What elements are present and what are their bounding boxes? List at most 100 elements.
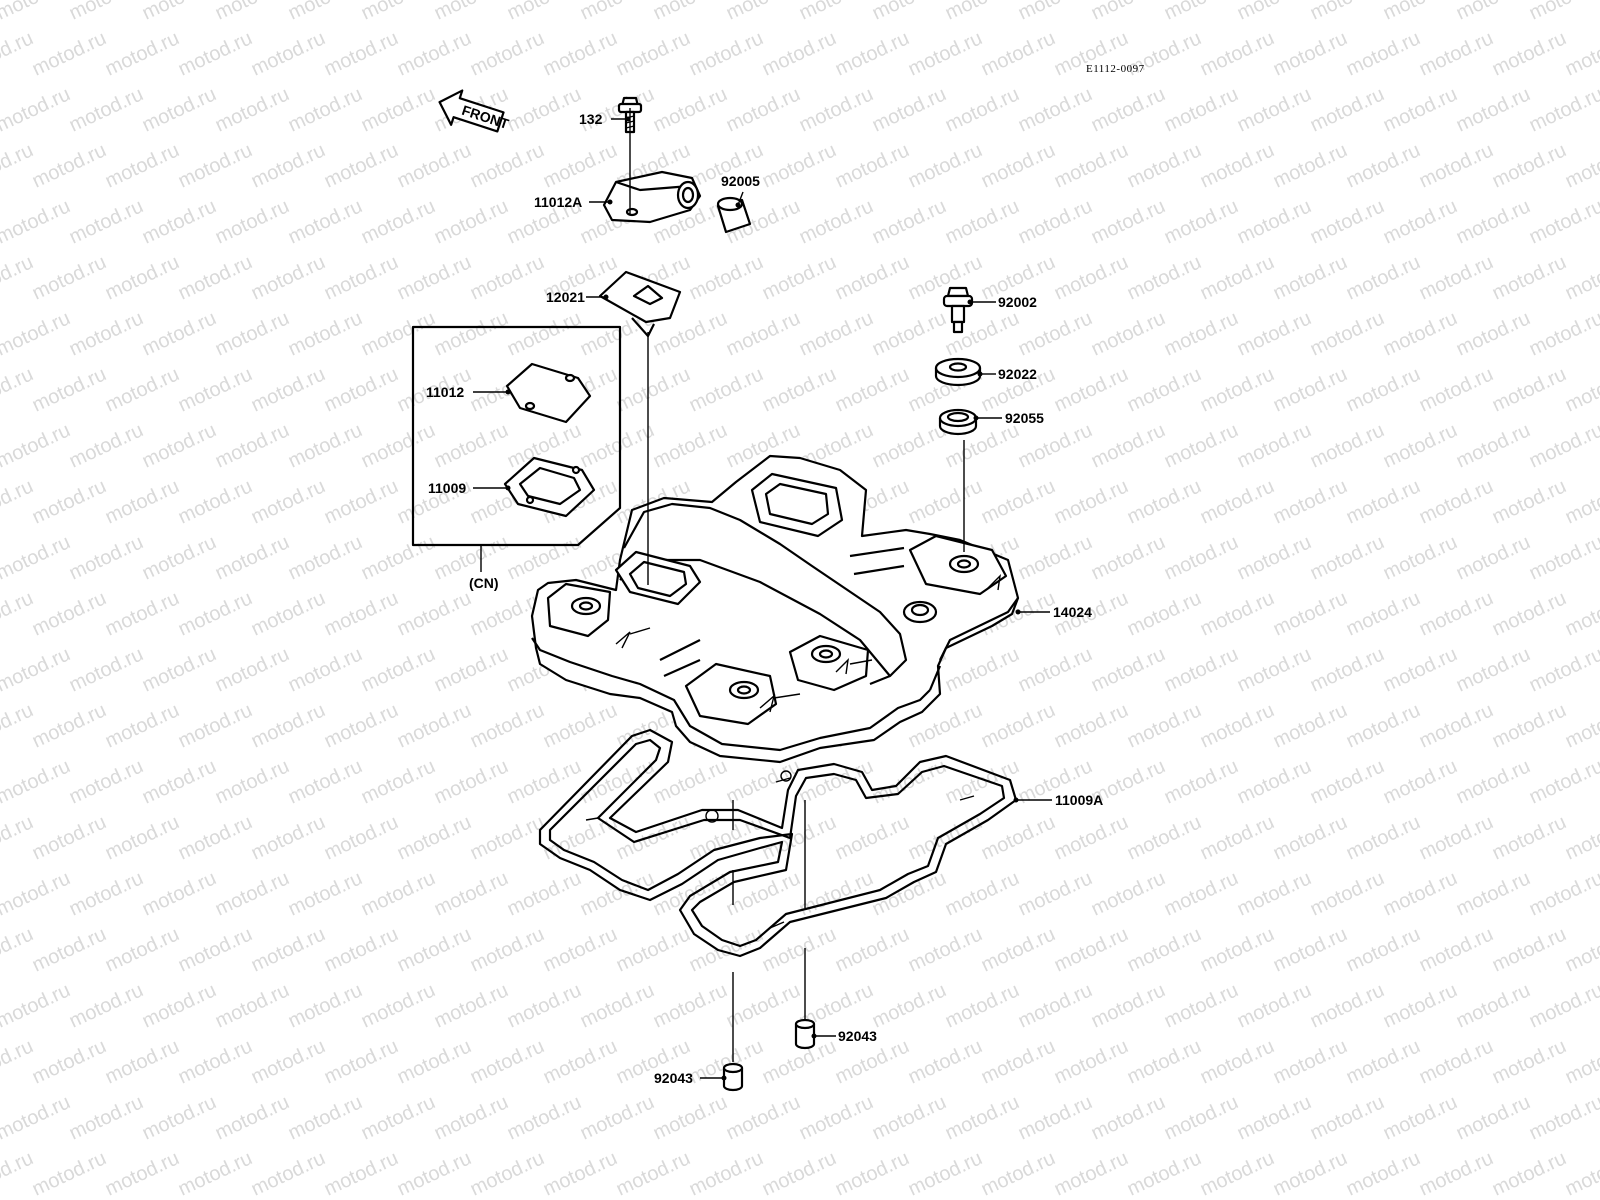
watermark-text: motod.ru: [1197, 587, 1278, 640]
cn-gasket-part[interactable]: [503, 456, 596, 518]
label-breather-hose[interactable]: 92005: [721, 173, 760, 189]
watermark-text: motod.ru: [29, 27, 110, 80]
watermark-text: motod.ru: [1197, 363, 1278, 416]
watermark-text: motod.ru: [0, 363, 37, 416]
label-seal[interactable]: 92055: [1005, 410, 1044, 426]
watermark-text: motod.ru: [321, 1147, 402, 1200]
watermark-text: motod.ru: [1088, 419, 1169, 472]
dowel-right-part[interactable]: [794, 1018, 816, 1050]
watermark-text: motod.ru: [248, 587, 329, 640]
watermark-text: motod.ru: [723, 979, 804, 1032]
watermark-text: motod.ru: [358, 83, 439, 136]
watermark-text: motod.ru: [358, 307, 439, 360]
watermark-text: motod.ru: [723, 0, 804, 25]
part-labels: 132 11012A 92005 12021 11012 11009 (CN) …: [426, 111, 1103, 1086]
watermark-text: motod.ru: [1161, 0, 1242, 25]
watermark-text: motod.ru: [1270, 699, 1351, 752]
watermark-text: motod.ru: [1562, 363, 1600, 416]
watermark-text: motod.ru: [0, 475, 37, 528]
diagram-code: E1112-0097: [1086, 63, 1145, 75]
watermark-text: motod.ru: [1197, 27, 1278, 80]
watermark-text: motod.ru: [1015, 307, 1096, 360]
watermark-text: motod.ru: [29, 923, 110, 976]
watermark-text: motod.ru: [321, 587, 402, 640]
watermark-text: motod.ru: [759, 363, 840, 416]
breather-hose-part[interactable]: [716, 196, 752, 234]
watermark-text: motod.ru: [1015, 867, 1096, 920]
watermark-text: motod.ru: [285, 531, 366, 584]
watermark-text: motod.ru: [1197, 699, 1278, 752]
label-breather-cover[interactable]: 11012A: [534, 194, 582, 210]
watermark-text: motod.ru: [1343, 139, 1424, 192]
label-cover-bolt[interactable]: 92002: [998, 294, 1037, 310]
watermark-text: motod.ru: [869, 419, 950, 472]
watermark-text: motod.ru: [285, 1091, 366, 1144]
seal-part[interactable]: [938, 408, 978, 436]
watermark-text: motod.ru: [66, 979, 147, 1032]
watermark-text: motod.ru: [175, 1147, 256, 1200]
watermark-text: motod.ru: [686, 1147, 767, 1200]
watermark-text: motod.ru: [66, 83, 147, 136]
watermark-text: motod.ru: [66, 867, 147, 920]
label-cn-cover[interactable]: 11012: [426, 384, 464, 400]
watermark-text: motod.ru: [1270, 811, 1351, 864]
watermark-text: motod.ru: [504, 1091, 585, 1144]
watermark-text: motod.ru: [1270, 27, 1351, 80]
watermark-text: motod.ru: [1124, 1035, 1205, 1088]
label-cn-gasket[interactable]: 11009: [428, 480, 466, 496]
watermark-text: motod.ru: [1489, 811, 1570, 864]
watermark-text: motod.ru: [66, 1091, 147, 1144]
watermark-text: motod.ru: [66, 643, 147, 696]
label-head-cover-gasket[interactable]: 11009A: [1055, 792, 1103, 808]
watermark-text: motod.ru: [1526, 307, 1600, 360]
cylinder-head-cover-part[interactable]: [530, 454, 1020, 764]
watermark-text: motod.ru: [248, 1147, 329, 1200]
watermark-text: motod.ru: [832, 811, 913, 864]
watermark-text: motod.ru: [1526, 979, 1600, 1032]
watermark-text: motod.ru: [66, 307, 147, 360]
watermark-text: motod.ru: [321, 27, 402, 80]
watermark-text: motod.ru: [0, 1147, 37, 1200]
dowel-left-part[interactable]: [722, 1062, 744, 1092]
watermark-text: motod.ru: [613, 1147, 694, 1200]
watermark-text: motod.ru: [577, 0, 658, 25]
watermark-text: motod.ru: [942, 83, 1023, 136]
watermark-text: motod.ru: [796, 755, 877, 808]
watermark-text: motod.ru: [1307, 531, 1388, 584]
watermark-text: motod.ru: [905, 811, 986, 864]
washer-part[interactable]: [934, 357, 982, 387]
head-cover-gasket-part[interactable]: [538, 728, 1018, 958]
watermark-text: motod.ru: [1526, 0, 1600, 25]
breather-cover-part[interactable]: [602, 170, 702, 224]
label-breather-plate[interactable]: 12021: [546, 289, 585, 305]
watermark-text: motod.ru: [905, 1035, 986, 1088]
watermark-text: motod.ru: [321, 699, 402, 752]
watermark-text: motod.ru: [1489, 475, 1570, 528]
watermark-text: motod.ru: [1562, 1035, 1600, 1088]
cover-bolt-part[interactable]: [942, 286, 974, 334]
watermark-text: motod.ru: [650, 979, 731, 1032]
watermark-text: motod.ru: [1453, 867, 1534, 920]
watermark-text: motod.ru: [978, 1035, 1059, 1088]
watermark-text: motod.ru: [942, 1091, 1023, 1144]
watermark-text: motod.ru: [358, 195, 439, 248]
watermark-text: motod.ru: [1416, 475, 1497, 528]
watermark-text: motod.ru: [212, 419, 293, 472]
watermark-text: motod.ru: [686, 251, 767, 304]
label-dowel-left[interactable]: 92043: [654, 1070, 693, 1086]
watermark-text: motod.ru: [869, 755, 950, 808]
watermark-text: motod.ru: [577, 419, 658, 472]
label-washer[interactable]: 92022: [998, 366, 1037, 382]
watermark-text: motod.ru: [431, 755, 512, 808]
label-bolt-132[interactable]: 132: [579, 111, 603, 127]
watermark-text: motod.ru: [1562, 587, 1600, 640]
watermark-text: motod.ru: [285, 307, 366, 360]
watermark-text: motod.ru: [1270, 1147, 1351, 1200]
watermark-text: motod.ru: [358, 0, 439, 25]
watermark-text: motod.ru: [29, 1035, 110, 1088]
cn-cover-part[interactable]: [505, 362, 592, 424]
watermark-text: motod.ru: [613, 923, 694, 976]
watermark-text: motod.ru: [66, 755, 147, 808]
label-cylinder-head-cover[interactable]: 14024: [1053, 604, 1092, 620]
label-dowel-right[interactable]: 92043: [838, 1028, 877, 1044]
